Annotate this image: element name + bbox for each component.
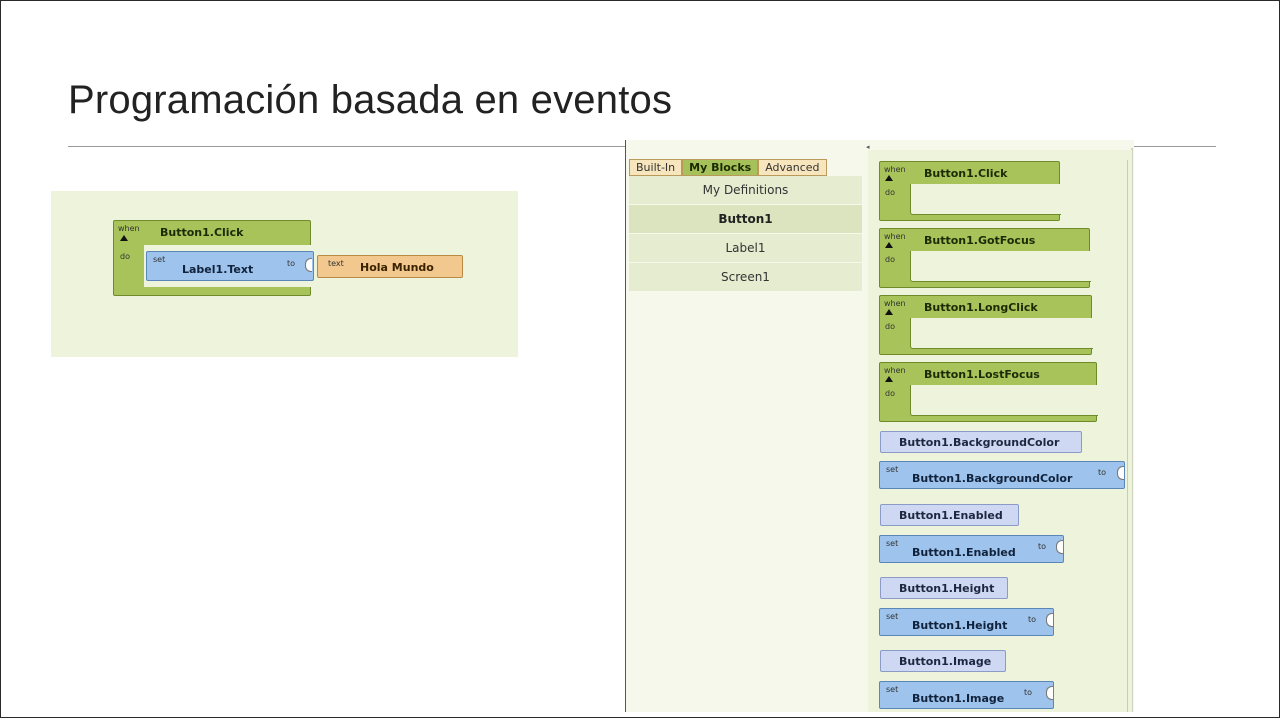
event-name: Button1.Click [924,167,1008,180]
event-body-slot [910,318,1093,349]
do-keyword: do [885,389,895,398]
to-keyword: to [1024,688,1033,697]
slide-title: Programación basada en eventos [68,78,673,122]
to-keyword: to [1098,468,1107,477]
setter-block-label1-text[interactable]: set Label1.Text to [146,251,314,281]
drawer-list: My Definitions Button1 Label1 Screen1 [629,176,862,292]
setter-socket [1056,540,1063,554]
when-keyword: when [884,299,906,308]
getter-name: Button1.Enabled [899,509,1003,522]
palette-setter-backgroundcolor[interactable]: set Button1.BackgroundColor to [879,461,1125,489]
event-body-slot [910,184,1061,215]
when-keyword: when [884,366,906,375]
setter-socket [305,258,312,272]
to-keyword: to [1028,615,1037,624]
to-keyword: to [1038,542,1047,551]
tab-built-in[interactable]: Built-In [629,159,683,176]
when-keyword: when [884,165,906,174]
set-keyword: set [153,255,166,264]
collapse-triangle-icon[interactable] [885,242,893,248]
event-body-slot [910,251,1091,282]
to-keyword: to [287,259,296,268]
palette-event-button1-longclick[interactable]: when Button1.LongClick do [879,295,1093,355]
palette-getter-height[interactable]: Button1.Height [880,577,1008,599]
palette-getter-enabled[interactable]: Button1.Enabled [880,504,1019,526]
palette-setter-enabled[interactable]: set Button1.Enabled to [879,535,1064,563]
set-keyword: set [886,539,899,548]
palette-event-button1-lostfocus[interactable]: when Button1.LostFocus do [879,362,1098,422]
palette-getter-backgroundcolor[interactable]: Button1.BackgroundColor [880,431,1082,453]
drawer-item-my-definitions[interactable]: My Definitions [629,176,862,205]
palette-event-button1-click[interactable]: when Button1.Click do [879,161,1061,221]
palette-setter-image[interactable]: set Button1.Image to [879,681,1054,709]
drawer-tabs: Built-In My Blocks Advanced [629,159,827,176]
text-keyword: text [328,259,344,268]
event-name: Button1.Click [160,226,244,239]
collapse-triangle-icon[interactable] [120,235,128,241]
collapse-triangle-icon[interactable] [885,309,893,315]
setter-socket [1117,466,1124,480]
setter-name: Button1.Height [912,619,1008,632]
text-block-hola-mundo[interactable]: text Hola Mundo [317,255,463,278]
event-body-slot [910,385,1098,416]
set-keyword: set [886,612,899,621]
set-keyword: set [886,685,899,694]
drawer-item-label1[interactable]: Label1 [629,234,862,263]
set-keyword: set [886,465,899,474]
do-keyword: do [120,252,130,261]
when-keyword: when [118,224,140,233]
setter-socket [1046,613,1053,627]
when-keyword: when [884,232,906,241]
collapse-triangle-icon[interactable] [885,376,893,382]
do-keyword: do [885,322,895,331]
setter-name: Button1.Image [912,692,1005,705]
setter-socket [1046,686,1053,700]
text-value: Hola Mundo [360,261,434,274]
tab-advanced[interactable]: Advanced [758,159,827,176]
event-name: Button1.GotFocus [924,234,1036,247]
collapse-arrow-icon[interactable]: ◂ [866,144,870,151]
drawer-item-button1[interactable]: Button1 [629,205,862,234]
editor-edge [1131,148,1133,712]
getter-name: Button1.BackgroundColor [899,436,1060,449]
setter-name: Button1.Enabled [912,546,1016,559]
palette-setter-height[interactable]: set Button1.Height to [879,608,1054,636]
example-canvas: when Button1.Click do set Label1.Text to… [51,191,518,357]
event-name: Button1.LostFocus [924,368,1040,381]
event-name: Button1.LongClick [924,301,1038,314]
drawer-item-screen1[interactable]: Screen1 [629,263,862,292]
getter-name: Button1.Height [899,582,995,595]
do-keyword: do [885,255,895,264]
do-keyword: do [885,188,895,197]
palette-scroll-edge [1127,160,1128,712]
setter-name: Button1.BackgroundColor [912,472,1073,485]
tab-my-blocks[interactable]: My Blocks [682,159,759,176]
setter-name: Label1.Text [182,263,254,276]
palette-getter-image[interactable]: Button1.Image [880,650,1006,672]
getter-name: Button1.Image [899,655,992,668]
palette-event-button1-gotfocus[interactable]: when Button1.GotFocus do [879,228,1091,288]
collapse-triangle-icon[interactable] [885,175,893,181]
